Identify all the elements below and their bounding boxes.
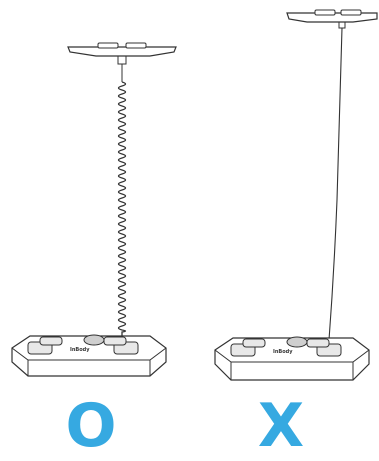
hand-electrode-handle [287,10,377,28]
scale-illustration-loose-cable: InBody [189,0,379,456]
foot-electrode-back-right [104,337,126,345]
correct-mark: O [51,396,131,456]
scale-illustration-stretched-cable: InBody [0,0,190,456]
foot-electrode-back-left [243,339,265,347]
foot-electrode-back-right [307,339,329,347]
display-screen [287,337,307,347]
brand-logo: InBody [273,349,293,355]
scale-base: InBody [215,337,369,380]
handle-cable [329,28,342,340]
foot-electrode-back-left [40,337,62,345]
display-screen [84,335,104,345]
brand-logo: InBody [70,347,90,353]
scale-base: InBody [12,335,166,376]
handle-cable [119,64,126,338]
hand-electrode-handle [68,43,176,64]
correct-example: InBody O [0,0,190,456]
incorrect-mark: X [241,396,321,456]
incorrect-example: InBody X [189,0,379,456]
